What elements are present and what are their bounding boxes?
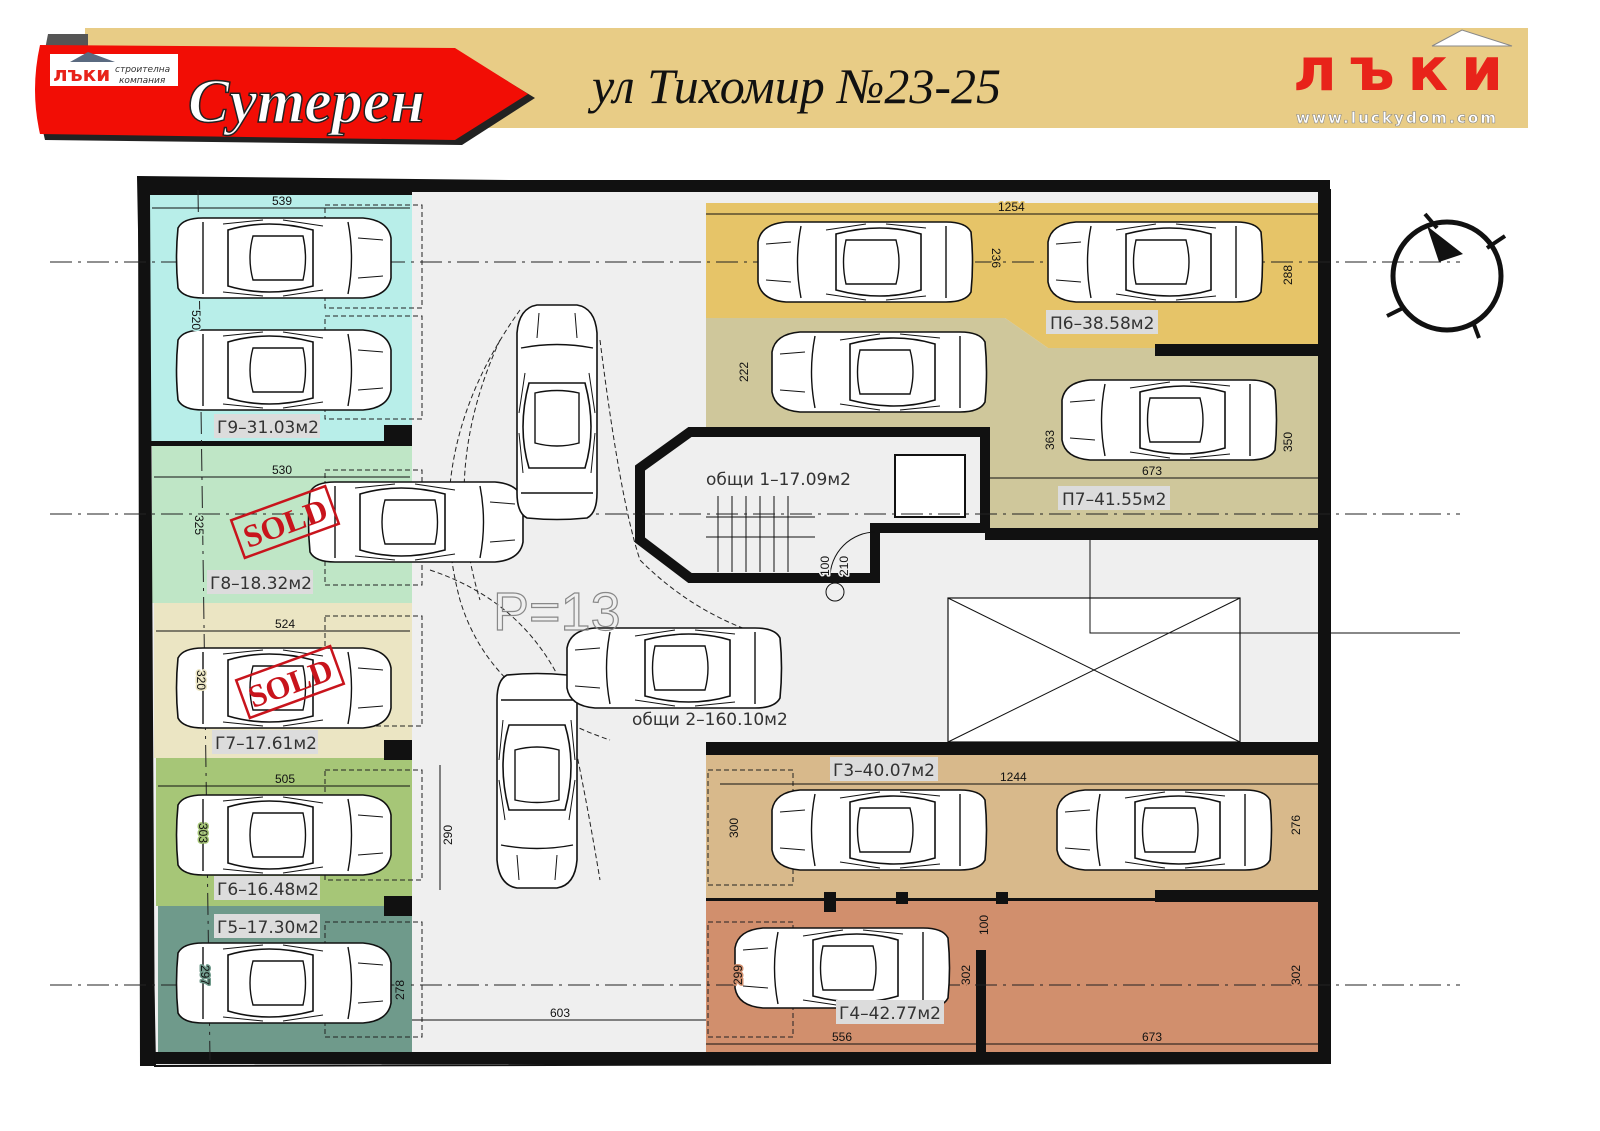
car <box>175 217 392 299</box>
label-g9: Г9–31.03м2 <box>217 418 319 438</box>
dimensions: 539 520 530 325 524 320 505 303 297 278 … <box>152 193 1318 1046</box>
label-g6: Г6–16.48м2 <box>217 880 319 900</box>
dim: 320 <box>194 670 208 690</box>
car <box>734 927 951 1009</box>
label-g3: Г3–40.07м2 <box>833 761 935 781</box>
badge-tagline-2: компания <box>119 76 166 86</box>
dim: 530 <box>272 463 292 477</box>
label-g4: Г4–42.77м2 <box>839 1004 941 1024</box>
car <box>496 672 578 889</box>
partition <box>1155 344 1318 356</box>
dim: 210 <box>837 556 851 576</box>
partition <box>706 742 1318 755</box>
dim: 363 <box>1043 430 1057 450</box>
label-p7: П7–41.55м2 <box>1062 490 1166 510</box>
dim: 276 <box>1289 815 1303 835</box>
header: лъки строителна компания Сутерен ул Тихо… <box>35 28 1528 145</box>
dim: 288 <box>1281 265 1295 285</box>
dim: 603 <box>550 1006 570 1020</box>
column <box>824 892 836 912</box>
dim: 278 <box>393 980 407 1000</box>
car <box>1061 379 1278 461</box>
badge-tagline-1: строителна <box>115 65 170 75</box>
partition <box>706 898 1156 901</box>
north-arrow-icon <box>1386 212 1507 339</box>
wall-south <box>155 1052 1330 1064</box>
partition <box>1155 890 1318 902</box>
dim: 673 <box>1142 1030 1162 1044</box>
dim: 556 <box>832 1030 852 1044</box>
dim: 1244 <box>1000 770 1027 784</box>
zone-labels: Г9–31.03м2 Г8–18.32м2 Г7–17.61м2 Г6–16.4… <box>207 310 1170 1024</box>
partition <box>976 950 986 1055</box>
car <box>757 221 974 303</box>
dim: 524 <box>275 617 295 631</box>
dim: 505 <box>275 772 295 786</box>
void-shaft <box>947 540 1460 743</box>
car <box>307 481 524 563</box>
partition <box>985 528 1318 540</box>
badge-brand: лъки <box>53 62 110 86</box>
label-common-2: общи 2–160.10м2 <box>632 710 788 730</box>
car <box>516 304 598 521</box>
partition <box>150 441 412 446</box>
dim: 297 <box>198 965 212 985</box>
ramp-slope-label: P=13 <box>493 582 621 642</box>
dim: 673 <box>1142 464 1162 478</box>
column <box>996 892 1008 904</box>
address-title: ул Тихомир №23-25 <box>587 58 1001 114</box>
dim: 1254 <box>998 200 1025 214</box>
wall-north <box>412 180 1330 192</box>
dim: 299 <box>731 965 745 985</box>
dim: 302 <box>1289 965 1303 985</box>
dim: 236 <box>989 248 1003 268</box>
dim: 350 <box>1281 432 1295 452</box>
marker <box>825 582 845 602</box>
dim: 520 <box>189 310 203 330</box>
column <box>384 740 412 760</box>
label-g7: Г7–17.61м2 <box>215 734 317 754</box>
elevator <box>894 454 966 518</box>
column <box>896 892 908 904</box>
column <box>384 896 412 916</box>
axis-line <box>197 189 211 1061</box>
door-swing <box>829 531 877 579</box>
company-badge: лъки строителна компания <box>50 52 178 86</box>
dim: 300 <box>727 818 741 838</box>
label-p6: П6–38.58м2 <box>1050 314 1154 334</box>
label-g5: Г5–17.30м2 <box>217 918 319 938</box>
car <box>771 789 988 871</box>
dim: 100 <box>818 556 832 576</box>
dim: 222 <box>737 362 751 382</box>
car <box>175 329 392 411</box>
dim: 539 <box>272 194 292 208</box>
stair-core <box>635 427 990 602</box>
dim: 302 <box>959 965 973 985</box>
car <box>1047 221 1264 303</box>
label-common-1: общи 1–17.09м2 <box>706 470 851 490</box>
label-g8: Г8–18.32м2 <box>210 574 312 594</box>
dim: 325 <box>192 515 206 535</box>
level-title: Сутерен <box>188 68 425 136</box>
dim: 290 <box>441 825 455 845</box>
wall-east <box>1318 190 1330 1063</box>
car <box>771 331 988 413</box>
logo-url: www.luckydom.com <box>1296 109 1496 127</box>
dim: 100 <box>977 915 991 935</box>
dim: 303 <box>196 823 210 843</box>
column <box>384 425 412 445</box>
car <box>1056 789 1273 871</box>
